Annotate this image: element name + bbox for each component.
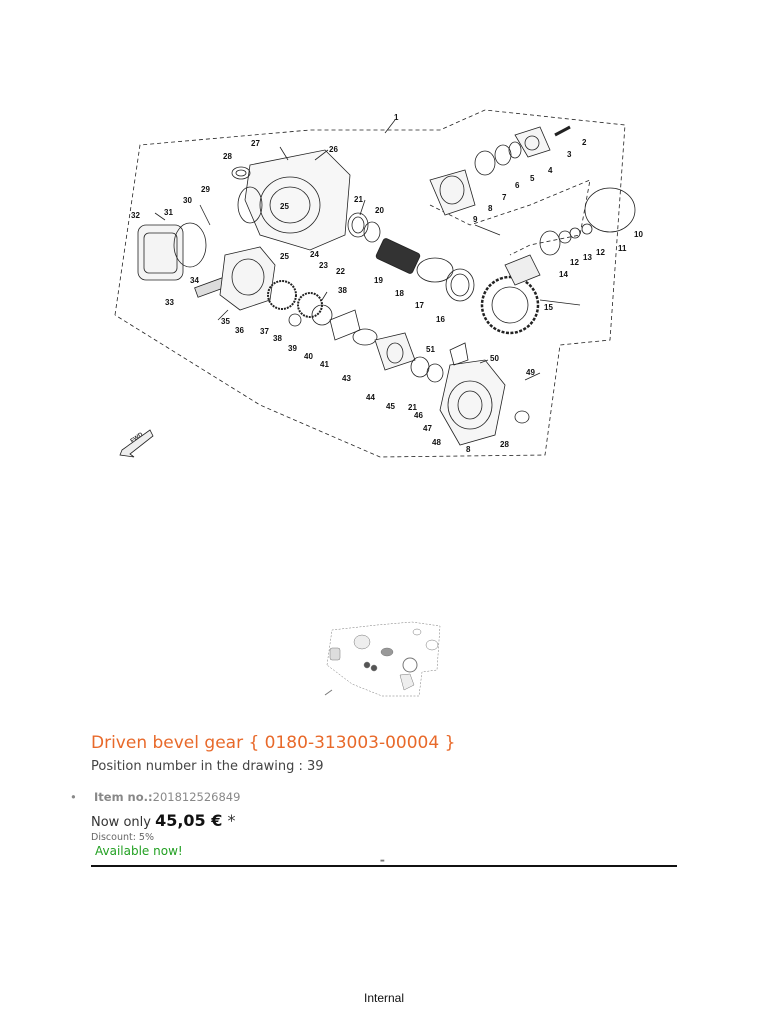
callout-36: 36	[235, 326, 244, 335]
callout-8b: 8	[466, 445, 471, 454]
callout-45: 45	[386, 402, 395, 411]
price-value: 45,05 €	[155, 811, 223, 830]
callout-12b: 12	[570, 258, 579, 267]
price-line: Now only 45,05 € *	[91, 812, 681, 832]
thumbnail-image	[324, 621, 441, 697]
availability-status: Available now!	[95, 844, 183, 858]
callout-31: 31	[164, 208, 173, 217]
callout-8: 8	[488, 204, 493, 213]
callout-24: 24	[310, 250, 319, 259]
callout-23: 23	[319, 261, 328, 270]
callout-35: 35	[221, 317, 230, 326]
callout-11: 11	[618, 244, 627, 253]
diagram-thumbnail[interactable]	[322, 620, 447, 698]
callout-26: 26	[329, 145, 338, 154]
callout-39: 39	[288, 344, 297, 353]
callout-28b: 28	[500, 440, 509, 449]
cover-housing	[137, 224, 184, 281]
price-asterisk: *	[222, 811, 236, 830]
callout-38b: 38	[338, 286, 347, 295]
callout-50: 50	[490, 354, 499, 363]
callout-34: 34	[190, 276, 199, 285]
exploded-parts-diagram: 1 2 3 4 5 6 7 8 9 10 11 12 13 14 15 16 1…	[110, 105, 660, 460]
callout-28: 28	[223, 152, 232, 161]
callout-18: 18	[395, 289, 404, 298]
callout-25: 25	[280, 252, 289, 261]
ring-gear	[480, 275, 540, 335]
callout-20: 20	[375, 206, 384, 215]
callout-30: 30	[183, 196, 192, 205]
item-number-label: Item no.:	[94, 790, 153, 804]
assembly-boundary	[114, 109, 626, 458]
product-title[interactable]: Driven bevel gear { 0180-313003-00004 }	[91, 733, 456, 753]
callout-48: 48	[432, 438, 441, 447]
callout-25b: 25	[280, 202, 289, 211]
callout-4: 4	[548, 166, 553, 175]
spline-shaft	[375, 238, 421, 274]
callout-37: 37	[260, 327, 269, 336]
callout-16: 16	[436, 315, 445, 324]
callout-5: 5	[530, 174, 535, 183]
position-number: 39	[307, 759, 324, 774]
callout-14: 14	[559, 270, 568, 279]
callout-29: 29	[201, 185, 210, 194]
callout-21b: 21	[408, 403, 417, 412]
callout-15: 15	[544, 303, 553, 312]
tiny-mark-icon: ▬	[380, 858, 385, 864]
callout-17: 17	[415, 301, 424, 310]
callout-9: 9	[473, 215, 478, 224]
callout-32: 32	[131, 211, 140, 220]
main-housing	[244, 149, 351, 251]
parts-drawing: 1 2 3 4 5 6 7 8 9 10 11 12 13 14 15 16 1…	[114, 109, 643, 458]
price-prefix: Now only	[91, 815, 156, 830]
bullet-icon: •	[70, 790, 77, 804]
callout-21: 21	[354, 195, 363, 204]
footer-label: Internal	[363, 991, 405, 1005]
item-number-line: • Item no.:201812526849	[70, 790, 681, 804]
pinion-gear	[267, 280, 297, 310]
callout-3: 3	[567, 150, 572, 159]
callout-40: 40	[304, 352, 313, 361]
callout-43: 43	[342, 374, 351, 383]
callout-46: 46	[414, 411, 423, 420]
callout-41: 41	[320, 360, 329, 369]
callout-38: 38	[273, 334, 282, 343]
position-label: Position number in the drawing :	[91, 759, 308, 774]
callout-13: 13	[583, 253, 592, 262]
o-ring	[173, 222, 207, 268]
position-line: Position number in the drawing : 39	[91, 758, 681, 776]
callout-1: 1	[394, 113, 399, 122]
callout-10: 10	[634, 230, 643, 239]
callout-51: 51	[426, 345, 435, 354]
callout-2: 2	[582, 138, 587, 147]
item-number-value: 201812526849	[152, 790, 241, 804]
callout-33: 33	[165, 298, 174, 307]
callout-12: 12	[596, 248, 605, 257]
callout-47: 47	[423, 424, 432, 433]
fwd-arrow	[119, 429, 154, 458]
callout-7: 7	[502, 193, 507, 202]
callout-22: 22	[336, 267, 345, 276]
discount-label: Discount: 5%	[91, 832, 154, 843]
callout-19: 19	[374, 276, 383, 285]
callout-44: 44	[366, 393, 375, 402]
callout-6: 6	[515, 181, 520, 190]
callout-49: 49	[526, 368, 535, 377]
divider	[91, 865, 677, 867]
product-info: Driven bevel gear { 0180-313003-00004 } …	[70, 731, 681, 859]
callout-27: 27	[251, 139, 260, 148]
driven-bevel-gear	[297, 292, 323, 318]
